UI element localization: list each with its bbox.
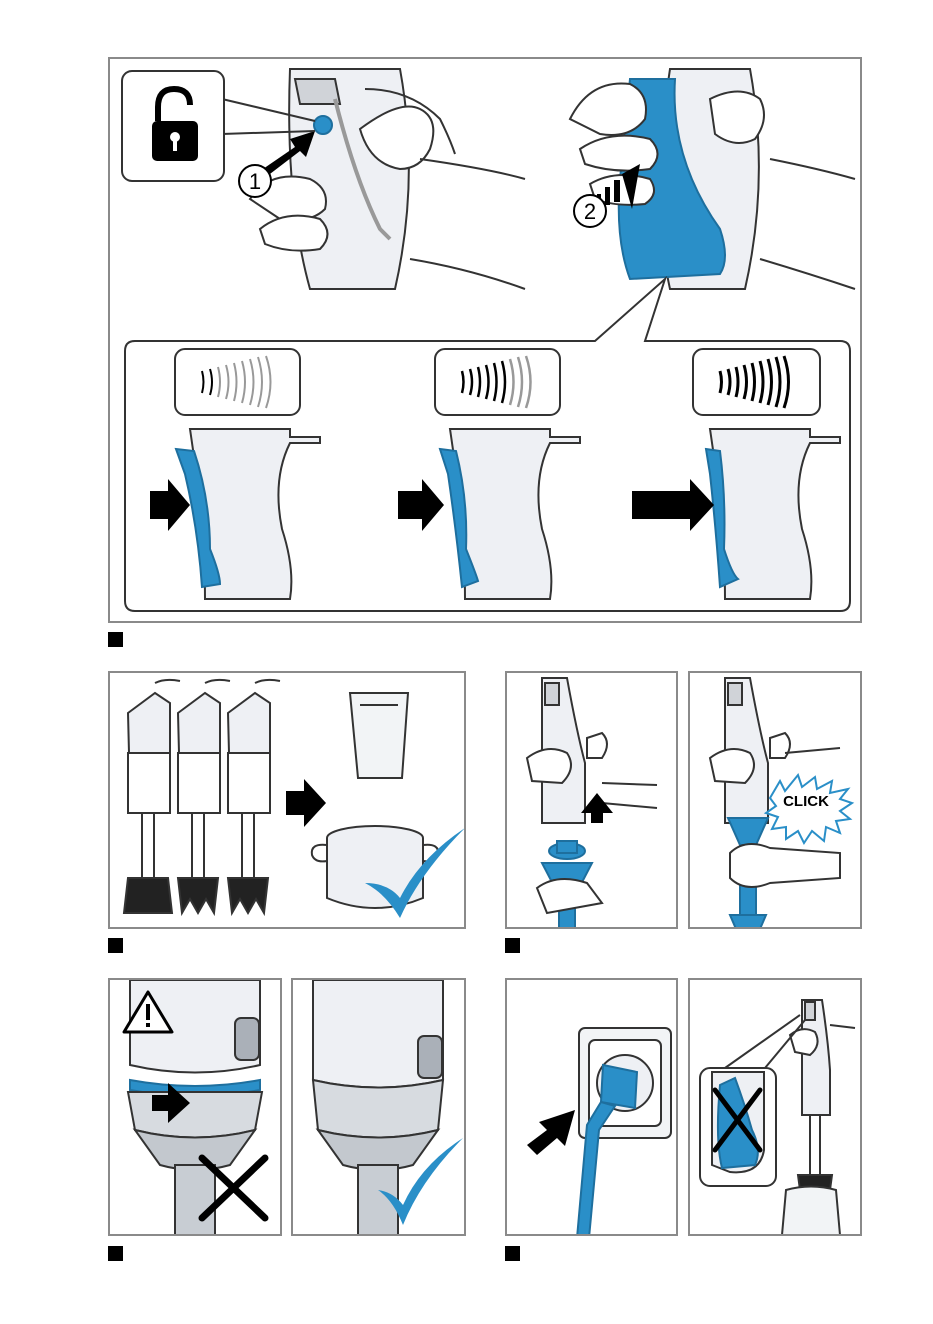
figure-3-panel-left xyxy=(505,671,678,929)
unlock-button-highlight xyxy=(314,116,332,134)
figure-1-marker xyxy=(108,632,123,647)
three-blender-variants xyxy=(124,680,280,913)
hand-pressing-unlock xyxy=(250,69,525,289)
cooking-pot xyxy=(312,826,438,908)
plug-in-arrow xyxy=(527,1110,575,1155)
figure-3-panel-right: CLICK xyxy=(688,671,862,929)
figure-4-panel-right xyxy=(291,978,466,1236)
hand-pressing-speed-trigger xyxy=(570,69,855,289)
figure-2-marker xyxy=(108,938,123,953)
figure-3-click-illustration: CLICK xyxy=(690,673,862,929)
figure-5-panel-left xyxy=(505,978,678,1236)
figure-1-panel: 1 2 xyxy=(108,57,862,623)
step-2-label: 2 xyxy=(584,199,596,224)
figure-3-attach-illustration xyxy=(507,673,678,929)
figure-5-marker xyxy=(505,1246,520,1261)
figure-2-illustration xyxy=(110,673,466,929)
step-1-label: 1 xyxy=(249,169,261,194)
speed-indicator-low xyxy=(175,349,300,415)
figure-4-correct-illustration xyxy=(293,980,466,1236)
dont-press-callout xyxy=(700,1068,776,1186)
figure-5-plug-illustration xyxy=(507,980,678,1236)
figure-1-illustration: 1 2 xyxy=(110,59,862,623)
figure-5-panel-right xyxy=(688,978,862,1236)
direction-arrow xyxy=(286,779,326,827)
unlock-callout xyxy=(122,71,315,181)
speed-indicator-medium xyxy=(435,349,560,415)
figure-5-dont-press-illustration xyxy=(690,980,862,1236)
figure-2-panel xyxy=(108,671,466,929)
figure-4-wrong-illustration xyxy=(110,980,282,1236)
figure-4-panel-left xyxy=(108,978,282,1236)
measuring-beaker xyxy=(350,693,408,778)
beaker xyxy=(782,1187,840,1236)
figure-4-marker xyxy=(108,1246,123,1261)
blender-variant-1 xyxy=(124,680,180,913)
click-label: CLICK xyxy=(783,793,829,810)
blender-variant-3 xyxy=(228,680,280,913)
blender-variant-2 xyxy=(178,680,230,913)
upright-blender xyxy=(790,1000,855,1205)
figure-3-marker xyxy=(505,938,520,953)
speed-indicator-high xyxy=(693,349,820,415)
